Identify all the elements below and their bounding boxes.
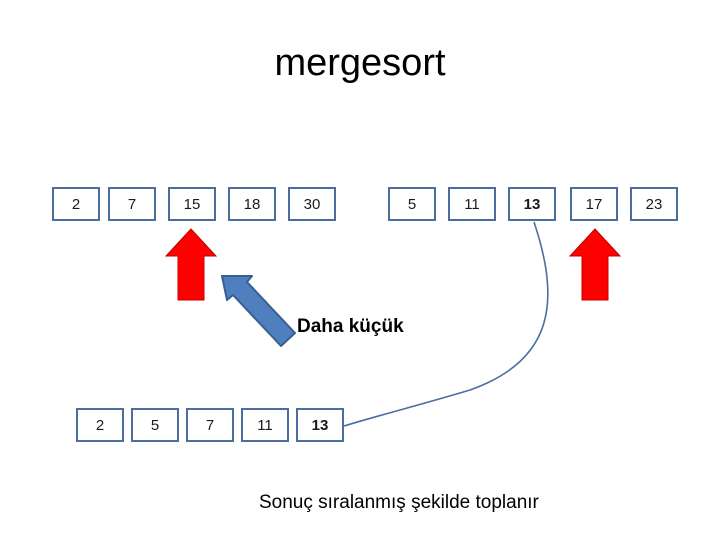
slide-title: mergesort [274,42,446,84]
blue-compare-arrow [221,275,296,347]
array-cell: 23 [630,187,678,221]
array-cell: 11 [448,187,496,221]
merge-connector-curve [343,221,549,427]
array-cell: 18 [228,187,276,221]
red-pointer-arrow-right [568,228,622,301]
array-cell: 17 [570,187,618,221]
result-cell: 11 [241,408,289,442]
result-cell: 5 [131,408,179,442]
array-cell: 5 [388,187,436,221]
comparison-label: Daha küçük [297,316,404,337]
result-cell: 7 [186,408,234,442]
array-cell-current: 13 [508,187,556,221]
array-cell: 15 [168,187,216,221]
red-pointer-arrow-left [164,228,218,301]
result-cell: 2 [76,408,124,442]
result-cell-new: 13 [296,408,344,442]
array-cell: 7 [108,187,156,221]
result-caption: Sonuç sıralanmış şekilde toplanır [259,492,539,513]
array-cell: 30 [288,187,336,221]
array-cell: 2 [52,187,100,221]
